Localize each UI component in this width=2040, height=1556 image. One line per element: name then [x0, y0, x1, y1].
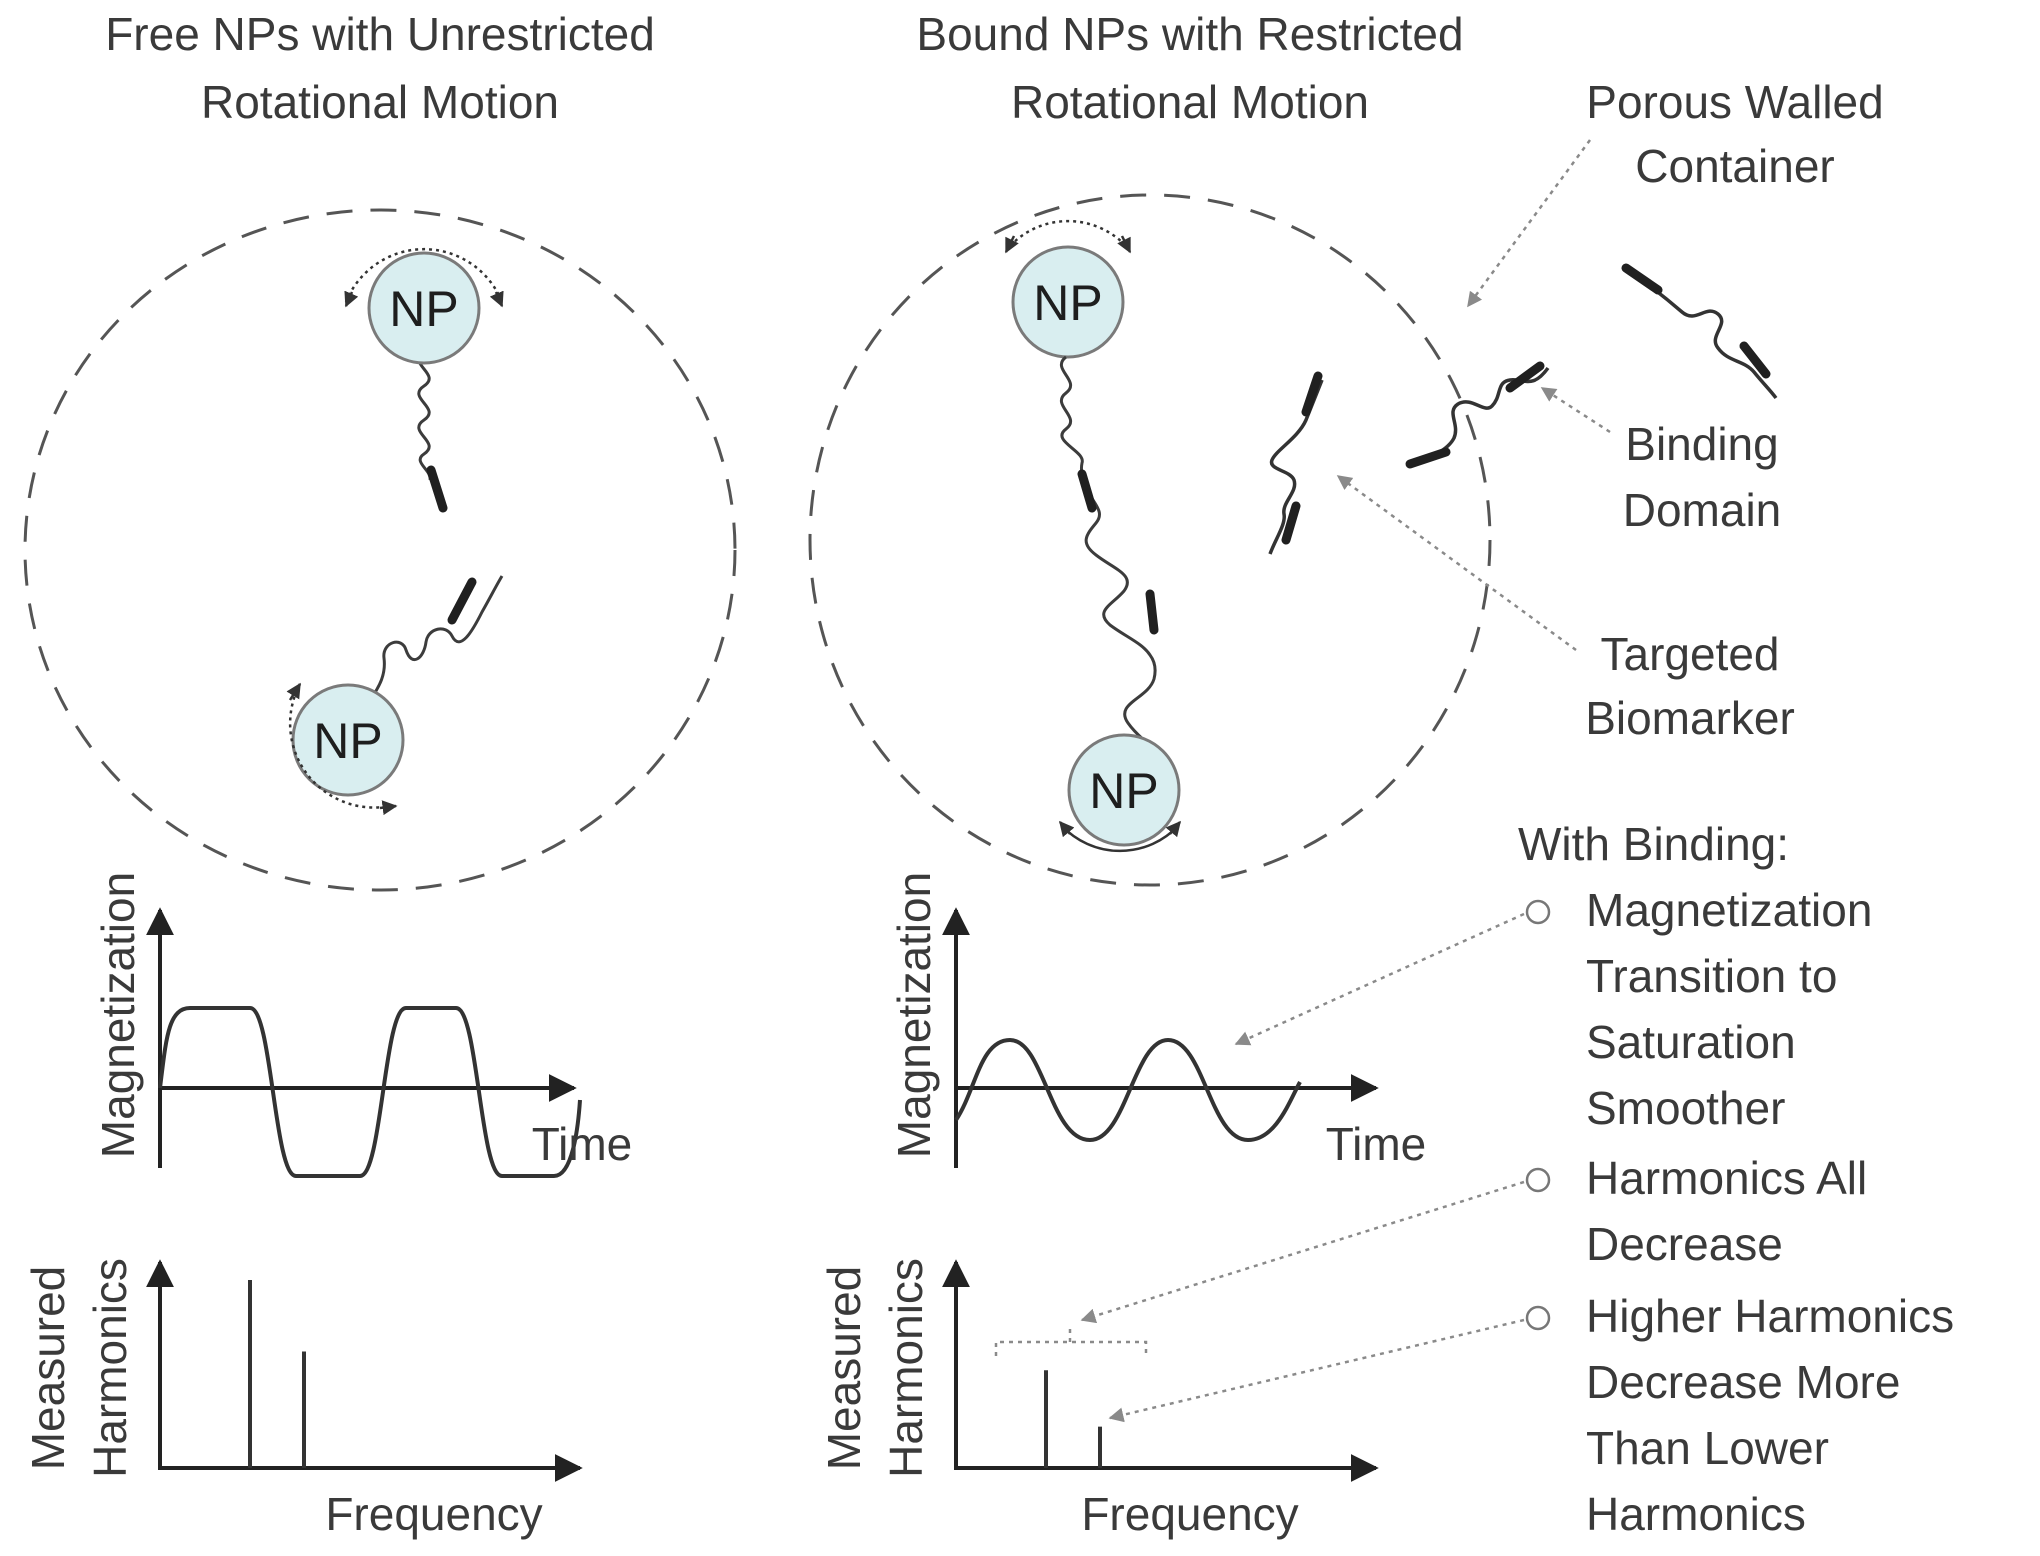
- effect-3-line3: Than Lower: [1586, 1422, 1829, 1474]
- bound-binding-domain-lower: [1145, 589, 1159, 635]
- bullet-icon: [1525, 1305, 1551, 1331]
- leader-biomarker: [1336, 474, 1577, 652]
- leader-container: [1466, 139, 1592, 308]
- label-binding-line2: Domain: [1623, 484, 1782, 536]
- rotation-arrow-icon: [288, 683, 391, 809]
- biomarker-end-bottom: [1281, 501, 1301, 545]
- effect-3-line1: Higher Harmonics: [1586, 1290, 1954, 1342]
- free-chain-top: [417, 350, 432, 481]
- label-biomarker-line1: Targeted: [1600, 628, 1779, 680]
- biomarker-end-left: [1405, 447, 1451, 469]
- effect-3-line2: Decrease More: [1586, 1356, 1900, 1408]
- free-binding-domain-bottom: [447, 577, 477, 625]
- free-mag-xlabel: Time: [532, 1118, 633, 1170]
- effects-heading: With Binding:: [1518, 818, 1789, 870]
- label-container-line1: Porous Walled: [1586, 76, 1883, 128]
- bound-harm-xlabel: Frequency: [1081, 1488, 1298, 1540]
- np-label: NP: [389, 281, 458, 337]
- label-container-line2: Container: [1635, 140, 1834, 192]
- harmonics-decrease-bracket: [994, 1326, 1148, 1356]
- effect-1-line2: Transition to: [1586, 950, 1837, 1002]
- bound-mag-ylabel: Magnetization: [888, 872, 940, 1158]
- biomarker-end-top: [1301, 371, 1323, 417]
- free-harm-ylabel-line1: Measured: [22, 1266, 74, 1471]
- rotation-arrow-icon: [344, 248, 504, 303]
- biomarker-outside-end-bottom: [1739, 341, 1771, 379]
- free-mag-ylabel: Magnetization: [92, 872, 144, 1158]
- np-label: NP: [313, 713, 382, 769]
- porous-walled-container: [808, 193, 1492, 887]
- effect-1-line1: Magnetization: [1586, 884, 1872, 936]
- bound-panel-title-line2: Rotational Motion: [1011, 76, 1369, 128]
- effect-2-line1: Harmonics All: [1586, 1152, 1867, 1204]
- bound-binding-domain-upper: [1077, 469, 1097, 513]
- biomarker-outside-end-top: [1621, 263, 1663, 295]
- label-biomarker-line2: Biomarker: [1585, 692, 1795, 744]
- free-container-boundary: [23, 208, 737, 892]
- targeted-biomarker-inside: [1268, 379, 1324, 555]
- free-magnetization-curve: [158, 1006, 582, 1178]
- free-panel-title-line2: Rotational Motion: [201, 76, 559, 128]
- free-harm-ylabel-line2: Harmonics: [84, 1258, 136, 1478]
- np-bound-top: [1011, 245, 1125, 359]
- binding-domain-highlight: [1505, 361, 1545, 393]
- biomarker-outside: [1626, 268, 1778, 400]
- bound-harm-ylabel-line1: Measured: [818, 1266, 870, 1471]
- np-bound-bottom: [1067, 733, 1181, 847]
- free-chain-bottom: [368, 575, 504, 701]
- leader-effect-3: [1108, 1318, 1525, 1423]
- bullet-icon: [1525, 1167, 1551, 1193]
- free-binding-domain-top: [426, 465, 448, 513]
- free-panel-title-line1: Free NPs with Unrestricted: [105, 8, 655, 60]
- bound-chain: [1059, 355, 1157, 788]
- leader-effect-2: [1080, 1180, 1525, 1324]
- rotation-arrow-icon: [1009, 219, 1127, 247]
- free-harm-xlabel: Frequency: [325, 1488, 542, 1540]
- leader-binding-domain: [1540, 386, 1611, 434]
- np-free-top: [367, 251, 481, 365]
- leader-effect-1: [1234, 912, 1525, 1046]
- bound-magnetization-curve: [954, 1037, 1302, 1143]
- np-label: NP: [1033, 275, 1102, 331]
- np-label: NP: [1089, 763, 1158, 819]
- rotation-arrow-icon: [1061, 825, 1179, 853]
- effect-1-line3: Saturation: [1586, 1016, 1796, 1068]
- effect-1-line4: Smoother: [1586, 1082, 1785, 1134]
- bound-mag-xlabel: Time: [1326, 1118, 1427, 1170]
- effect-2-line2: Decrease: [1586, 1218, 1783, 1270]
- biomarker-crossing-wall: [1407, 366, 1550, 466]
- label-binding-line1: Binding: [1625, 418, 1778, 470]
- effect-3-line4: Harmonics: [1586, 1488, 1806, 1540]
- bullet-icon: [1525, 899, 1551, 925]
- bound-panel-title-line1: Bound NPs with Restricted: [916, 8, 1463, 60]
- bound-harm-ylabel-line2: Harmonics: [880, 1258, 932, 1478]
